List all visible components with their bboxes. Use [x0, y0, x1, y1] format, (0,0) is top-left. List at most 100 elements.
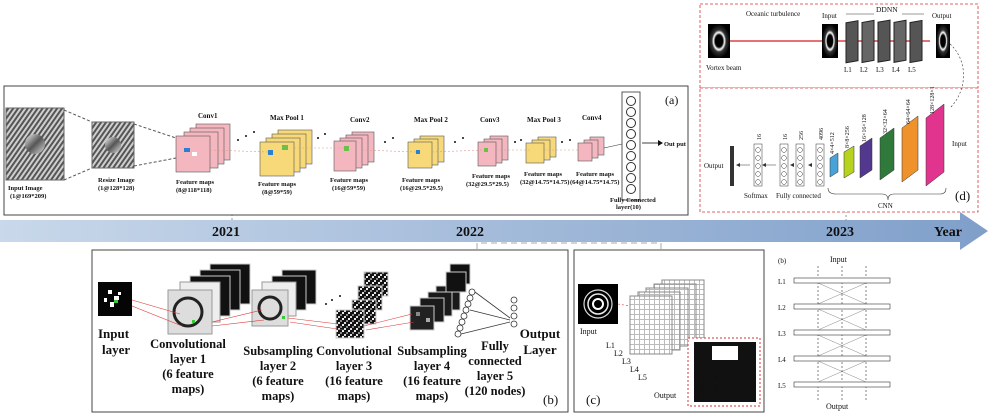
conv2-stack	[333, 131, 375, 172]
resize-image-label-1: Resize Image	[98, 177, 135, 184]
panel-a: (a) Input Image (1@169*209) Resize Image…	[3, 85, 689, 216]
ddnn-layer-3: L3	[876, 66, 884, 74]
panel-c-layer-3: L3	[622, 357, 631, 366]
panel-b-connectors	[131, 299, 415, 331]
digit-1-0: 5	[700, 375, 704, 382]
ddnn-input-image	[822, 24, 838, 58]
output-layer-label-2: Layer	[523, 342, 556, 357]
conv1-label-1: Feature maps	[176, 179, 214, 186]
timeline: 2021 2022 2023 Year	[0, 199, 988, 271]
turbulence-label: Oceanic turbulence	[746, 10, 800, 18]
panel-c-input-label: Input	[580, 327, 598, 336]
subsampling-layer-2-stack	[251, 269, 317, 327]
ddnn-layer-4: L4	[892, 66, 900, 74]
panel-c-layer-5: L5	[638, 373, 647, 382]
conv3-b-label-2: layer 3	[336, 359, 372, 373]
ddnn-output-image	[936, 24, 950, 58]
sub4-b-label-4: maps)	[416, 389, 449, 403]
conv3-label-2: (32@29.5*29.5)	[466, 181, 509, 188]
panel-d-frame-top	[699, 3, 979, 89]
ddnn-layers	[845, 19, 923, 64]
digit-2-2: 1	[728, 385, 732, 392]
subfigure-output: Output	[826, 402, 849, 411]
conv1-b-label-1: Convolutional	[150, 337, 226, 351]
fc-size-3: 16	[783, 134, 789, 140]
year-axis-label: Year	[934, 225, 962, 240]
fc-columns-d	[730, 143, 825, 187]
fc-label-d: Fully connected	[776, 192, 821, 200]
subfigure-layer-1: L1	[778, 278, 786, 286]
maxpool2-label-1: Feature maps	[402, 177, 440, 184]
panel-a-dots	[237, 131, 571, 143]
year-label-2022: 2022	[456, 225, 484, 240]
conv2-label-2: (16@59*59)	[332, 185, 365, 192]
input-image-label-2: (1@169*209)	[10, 193, 46, 200]
subfigure-layer-5: L5	[778, 382, 786, 390]
output-label-a: Out put	[664, 141, 687, 148]
panel-c-tag: (c)	[586, 392, 600, 407]
resize-image-label-2: (1@128*128)	[98, 185, 134, 192]
digit-2-0: 9	[700, 385, 704, 392]
digit-grid-text: 1 2 3 4 5 6 7 8 9 0 1 2 3 4 5 6	[700, 365, 746, 402]
softmax-size: 16	[757, 134, 763, 140]
sub2-b-label-2: layer 2	[260, 359, 296, 373]
sub4-b-label-1: Subsampling	[397, 344, 467, 358]
conv2-label-1: Feature maps	[330, 177, 368, 184]
digit-2-3: 2	[742, 385, 746, 392]
maxpool2-title: Max Pool 2	[414, 116, 448, 124]
timeline-arrow	[0, 212, 988, 250]
subfigure-input: Input	[830, 255, 848, 264]
cnn-block-label-3: 32×32×64	[883, 109, 889, 134]
panel-d: (d) Vortex beam Oceanic turbulence Input…	[699, 3, 979, 213]
fc-layer-a	[603, 91, 663, 201]
conv-layer-3-stack	[325, 271, 389, 339]
sub4-b-label-2: layer 4	[414, 359, 451, 373]
cnn-block-labels: 128×128×1 64×64×64 32×32×64 16×16×128 8×…	[830, 86, 936, 154]
maxpool3-stack	[525, 136, 557, 164]
sub2-b-label-4: maps)	[262, 389, 295, 403]
panel-b-tag: (b)	[543, 392, 558, 407]
sub2-b-label-1: Subsampling	[243, 344, 313, 358]
cnn-blocks	[829, 103, 945, 187]
subsampling-layer-4-stack	[409, 263, 471, 331]
fc5-b-label-2: connected	[468, 354, 522, 368]
subfigure-layer-2: L2	[778, 304, 786, 312]
ddnn-input-label: Input	[822, 12, 837, 20]
conv1-b-label-2: layer 1	[170, 352, 206, 366]
fc5-b-label-4: (120 nodes)	[465, 384, 526, 398]
digit-2-1: 0	[714, 385, 718, 392]
fc5-b-label-3: layer 5	[477, 369, 513, 383]
digit-3-1: 4	[714, 395, 718, 402]
fc5-b-label-1: Fully	[481, 339, 510, 353]
maxpool1-title: Max Pool 1	[270, 114, 304, 122]
output-layer-label-1: Output	[520, 326, 561, 341]
panel-d-tag: (d)	[955, 188, 970, 203]
fc-layer-5	[454, 288, 518, 338]
maxpool2-stack	[407, 135, 445, 169]
digit-3-0: 3	[700, 395, 704, 402]
conv1-title: Conv1	[198, 112, 218, 120]
cnn-block-label-4: 16×16×128	[862, 114, 868, 142]
fc-label-a-2: layer(10)	[616, 204, 641, 211]
ddnn-layer-5: L5	[908, 66, 916, 74]
subfigure-tag: (b)	[778, 257, 787, 265]
final-output-bar	[730, 146, 734, 186]
conv2-title: Conv2	[350, 116, 370, 124]
maxpool3-title: Max Pool 3	[527, 116, 561, 124]
maxpool1-stack	[259, 129, 313, 177]
panel-c-layer-4: L4	[630, 365, 639, 374]
final-output-label: Output	[704, 162, 724, 170]
subfigure-layer-3: L3	[778, 330, 786, 338]
conv3-b-label-1: Convolutional	[316, 344, 392, 358]
fc-size-2: 256	[799, 131, 805, 140]
conv3-stack	[477, 135, 509, 167]
cnn-block-label-1: 128×128×1	[930, 86, 936, 114]
maxpool1-label-2: (8@59*59)	[262, 189, 292, 196]
diffractive-layers	[629, 279, 705, 355]
ddnn-layer-2: L2	[860, 66, 868, 74]
ddnn-layer-1: L1	[844, 66, 852, 74]
input-layer-label-1: Input	[98, 326, 130, 341]
maxpool2-label-2: (16@29.5*29.5)	[400, 185, 443, 192]
panel-a-tag: (a)	[665, 93, 678, 107]
digit-0-3: 4	[742, 365, 746, 372]
